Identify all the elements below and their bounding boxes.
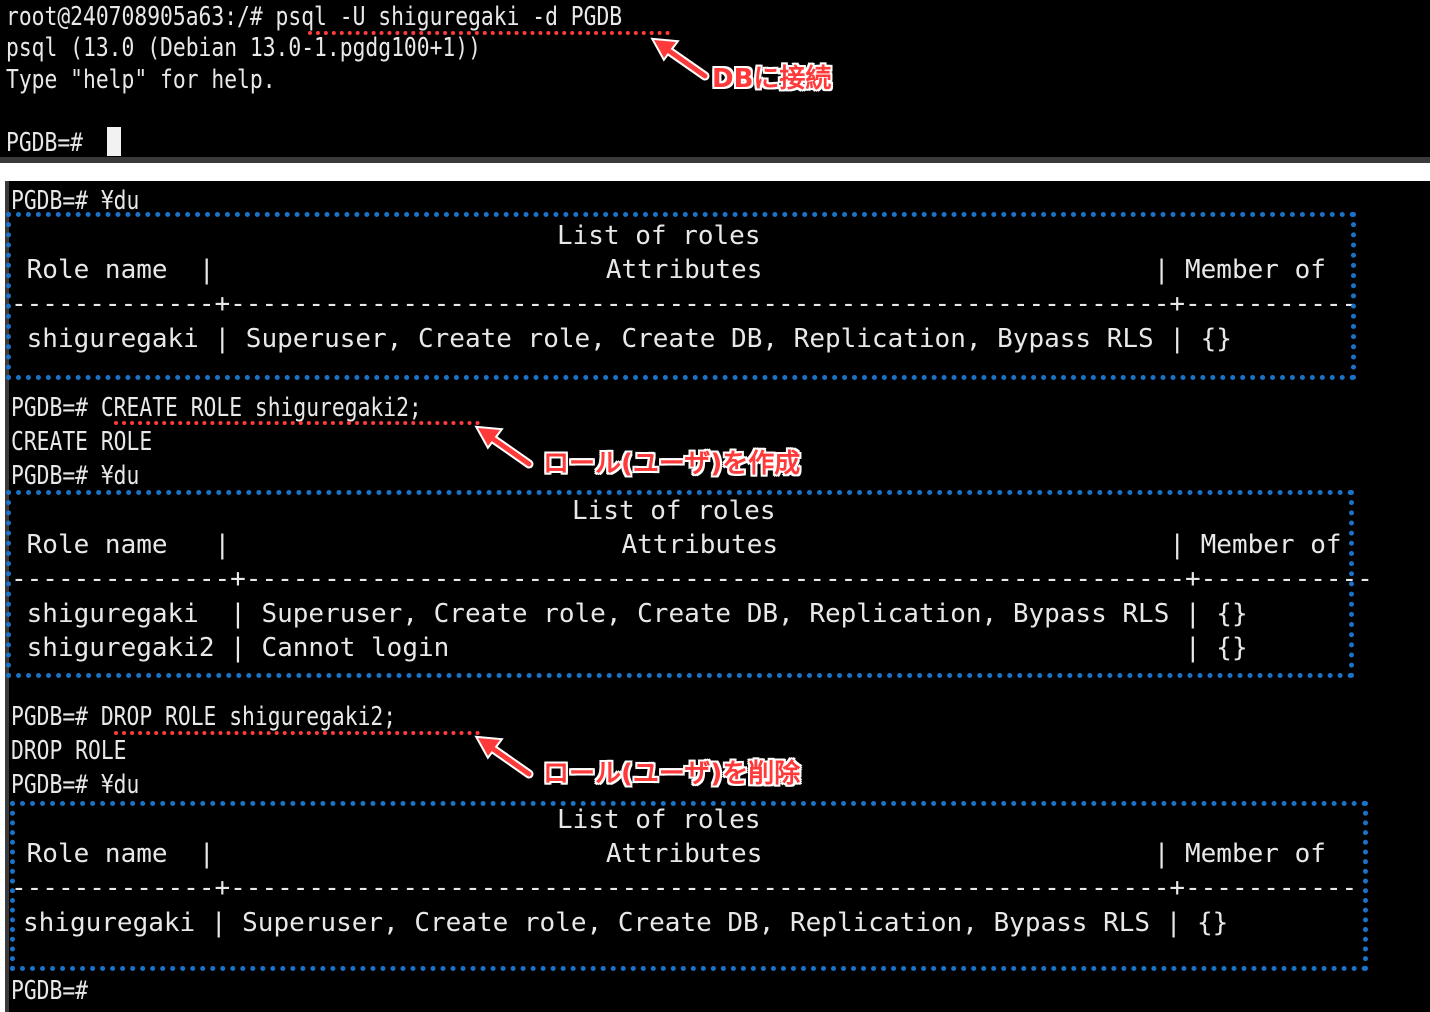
terminal-line: Type "help" for help. xyxy=(6,65,276,95)
annotation-create-role: ロール(ユーザ)を作成 xyxy=(543,449,801,479)
terminal-window-roles[interactable]: PGDB=# ¥du List of roles Role name | Att… xyxy=(5,181,1430,1012)
arrow-icon xyxy=(650,37,710,81)
table-row: shiguregaki | Superuser, Create role, Cr… xyxy=(23,908,1229,938)
drop-role-command: PGDB=# DROP ROLE shiguregaki2; xyxy=(11,702,397,732)
roles-table-highlight xyxy=(6,490,1354,678)
table-separator: -------------+--------------------------… xyxy=(11,289,1358,319)
table-separator: --------------+-------------------------… xyxy=(11,564,1373,594)
table-row: shiguregaki2 | Cannot login | {} xyxy=(11,633,1248,663)
annotation-connect: DBに接続 xyxy=(712,64,832,94)
command-result: CREATE ROLE xyxy=(11,427,153,457)
roles-table-highlight xyxy=(10,801,1368,971)
table-title: List of roles xyxy=(557,221,761,251)
terminal-prompt: PGDB=# xyxy=(11,976,89,1006)
arrow-icon xyxy=(474,425,534,469)
text-cursor xyxy=(107,127,121,156)
terminal-line: root@240708905a63:/# psql -U shiguregaki… xyxy=(6,2,623,32)
terminal-prompt: PGDB=# ¥du xyxy=(11,770,140,800)
table-header: Role name | Attributes | Member of xyxy=(11,530,1342,560)
table-title: List of roles xyxy=(572,496,776,526)
terminal-line: psql (13.0 (Debian 13.0-1.pgdg100+1)) xyxy=(6,33,481,63)
create-role-command: PGDB=# CREATE ROLE shiguregaki2; xyxy=(11,393,422,423)
highlight-underline xyxy=(114,421,480,425)
annotation-drop-role: ロール(ユーザ)を削除 xyxy=(543,759,801,789)
table-header: Role name | Attributes | Member of xyxy=(11,839,1326,869)
arrow-icon xyxy=(474,735,534,779)
terminal-prompt: PGDB=# ¥du xyxy=(11,186,140,216)
highlight-underline xyxy=(114,731,480,735)
highlight-underline xyxy=(308,31,670,35)
terminal-prompt: PGDB=# ¥du xyxy=(11,461,140,491)
table-row: shiguregaki | Superuser, Create role, Cr… xyxy=(11,324,1232,354)
table-row: shiguregaki | Superuser, Create role, Cr… xyxy=(11,599,1248,629)
terminal-window-connect[interactable]: root@240708905a63:/# psql -U shiguregaki… xyxy=(0,0,1430,163)
command-result: DROP ROLE xyxy=(11,736,127,766)
table-title: List of roles xyxy=(557,805,761,835)
roles-table-highlight xyxy=(6,212,1356,380)
table-separator: -------------+--------------------------… xyxy=(11,873,1358,903)
terminal-prompt: PGDB=# xyxy=(6,128,96,158)
table-header: Role name | Attributes | Member of xyxy=(11,255,1326,285)
